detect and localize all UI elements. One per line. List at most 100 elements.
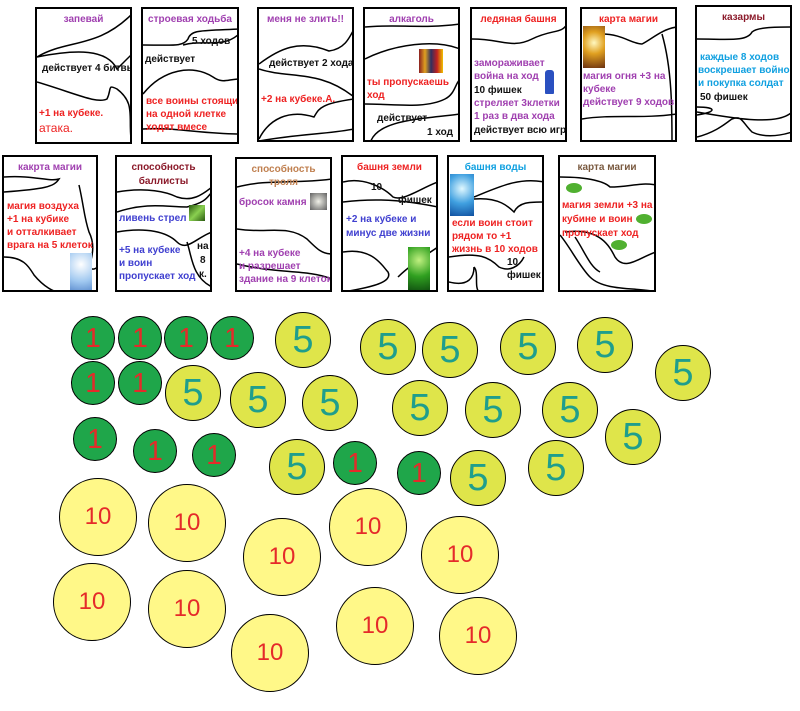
card-title: алкаголь <box>389 14 434 25</box>
card-text: и покупка солдат <box>698 78 784 89</box>
coin-ten[interactable]: 10 <box>336 587 414 665</box>
card-text: и разрешает <box>239 261 301 272</box>
card-text: война на ход <box>474 71 539 82</box>
card-lines <box>343 180 436 290</box>
card-fire-magic[interactable]: карта магии магия огня +3 на кубеке дейс… <box>580 7 677 142</box>
coin-ten[interactable]: 10 <box>148 570 226 648</box>
card-troll[interactable]: способность троля бросок камня +4 на куб… <box>235 157 332 292</box>
coin-five[interactable]: 5 <box>269 439 325 495</box>
card-text: и отталкивает <box>7 227 77 238</box>
coin-five[interactable]: 5 <box>500 319 556 375</box>
coin-one[interactable]: 1 <box>71 316 115 360</box>
card-earth-magic[interactable]: карта магии магия земли +3 на кубине и в… <box>558 155 656 292</box>
coin-five[interactable]: 5 <box>422 322 478 378</box>
air-magic-image <box>70 253 92 290</box>
coin-five[interactable]: 5 <box>450 450 506 506</box>
coin-five[interactable]: 5 <box>605 409 661 465</box>
card-text: +5 на кубеке <box>119 245 181 256</box>
card-zapevai[interactable]: запевай действует 4 битвы +1 на кубеке. … <box>35 7 132 144</box>
card-barracks[interactable]: казармы каждые 8 ходов воскрешает войнов… <box>695 5 792 142</box>
coin-five[interactable]: 5 <box>230 372 286 428</box>
card-text: действует 2 хода <box>269 58 354 69</box>
card-text: ты пропускаешь <box>367 77 449 88</box>
card-title: способность троля <box>251 164 316 188</box>
coin-one[interactable]: 1 <box>118 361 162 405</box>
card-title: какрта магии <box>17 162 83 173</box>
coin-five[interactable]: 5 <box>165 365 221 421</box>
card-text: врага на 5 клеток <box>7 240 93 251</box>
coin-ten[interactable]: 10 <box>59 478 137 556</box>
coin-five[interactable]: 5 <box>275 312 331 368</box>
card-marching[interactable]: строевая ходьба 5 ходов действует все во… <box>141 7 239 144</box>
coin-five[interactable]: 5 <box>528 440 584 496</box>
coin-ten[interactable]: 10 <box>231 614 309 692</box>
card-ice-tower[interactable]: ледяная башня замораживает война на ход … <box>470 7 567 142</box>
card-text: здание на 9 клеток <box>239 274 332 285</box>
arrows-image <box>189 205 205 221</box>
card-lines <box>697 26 790 138</box>
card-text: ливень стрел <box>119 213 187 224</box>
card-text: и воин <box>119 258 153 269</box>
card-text: действует <box>145 54 196 65</box>
card-water-tower[interactable]: башня воды если воин стоит рядом то +1 ж… <box>447 155 544 292</box>
coin-ten[interactable]: 10 <box>148 484 226 562</box>
card-dont-anger[interactable]: меня не злить!! действует 2 хода +2 на к… <box>257 7 354 142</box>
card-text: 1 ход <box>427 127 453 138</box>
coin-one[interactable]: 1 <box>192 433 236 477</box>
card-text: действует <box>377 113 428 124</box>
coin-one[interactable]: 1 <box>333 441 377 485</box>
card-alcohol[interactable]: алкаголь ты пропускаешь ход действует 1 … <box>363 7 460 142</box>
card-lines <box>259 31 352 140</box>
card-ballista[interactable]: способность баллисты ливень стрел +5 на … <box>115 155 212 292</box>
coin-one[interactable]: 1 <box>71 361 115 405</box>
coin-ten[interactable]: 10 <box>53 563 131 641</box>
card-title: карта магии <box>577 162 637 173</box>
card-title: башня земли <box>357 162 422 173</box>
card-text: 10 фишек <box>474 85 522 96</box>
card-lines <box>449 179 542 290</box>
frog-icon <box>636 214 652 224</box>
card-earth-tower[interactable]: башня земли 10 фишек +2 на кубеке и мину… <box>341 155 438 292</box>
coin-one[interactable]: 1 <box>397 451 441 495</box>
card-text: все воины стоящие <box>146 96 239 107</box>
ice-tower-image <box>545 70 554 94</box>
card-text: кубеке <box>583 84 616 95</box>
coin-one[interactable]: 1 <box>118 316 162 360</box>
card-title: запевай <box>63 14 104 25</box>
frog-icon <box>566 183 582 193</box>
card-title: карта магии <box>598 14 659 25</box>
coin-five[interactable]: 5 <box>655 345 711 401</box>
bottles-image <box>419 49 443 73</box>
coin-one[interactable]: 1 <box>164 316 208 360</box>
coin-five[interactable]: 5 <box>465 382 521 438</box>
card-text: фишек <box>507 270 541 281</box>
coin-ten[interactable]: 10 <box>421 516 499 594</box>
coin-ten[interactable]: 10 <box>329 488 407 566</box>
coin-five[interactable]: 5 <box>577 317 633 373</box>
coin-ten[interactable]: 10 <box>243 518 321 596</box>
card-lines <box>237 178 330 280</box>
card-text: 5 ходов <box>192 36 231 47</box>
card-air-magic[interactable]: какрта магии магия воздуха +1 на кубике … <box>2 155 98 292</box>
card-text: минус две жизни <box>346 228 431 239</box>
coin-five[interactable]: 5 <box>302 375 358 431</box>
coin-one[interactable]: 1 <box>73 417 117 461</box>
coin-one[interactable]: 1 <box>133 429 177 473</box>
card-text: магия земли +3 на <box>562 200 653 211</box>
coin-five[interactable]: 5 <box>392 380 448 436</box>
coin-one[interactable]: 1 <box>210 316 254 360</box>
card-text: если воин стоит <box>452 218 533 229</box>
coin-five[interactable]: 5 <box>542 382 598 438</box>
card-lines <box>560 176 654 290</box>
coin-five[interactable]: 5 <box>360 319 416 375</box>
coin-ten[interactable]: 10 <box>439 597 517 675</box>
card-text: фишек <box>398 195 432 206</box>
card-text: к. <box>199 269 207 280</box>
card-text: +1 на кубеке. <box>39 108 104 119</box>
card-title: башня воды <box>464 162 527 173</box>
card-text: ходят вмесе <box>146 122 208 133</box>
card-text: на <box>197 241 209 252</box>
card-title: меня не злить!! <box>266 14 345 25</box>
card-text: 1 раз в два хода <box>474 111 555 122</box>
card-text: действует 9 ходов <box>583 97 675 108</box>
